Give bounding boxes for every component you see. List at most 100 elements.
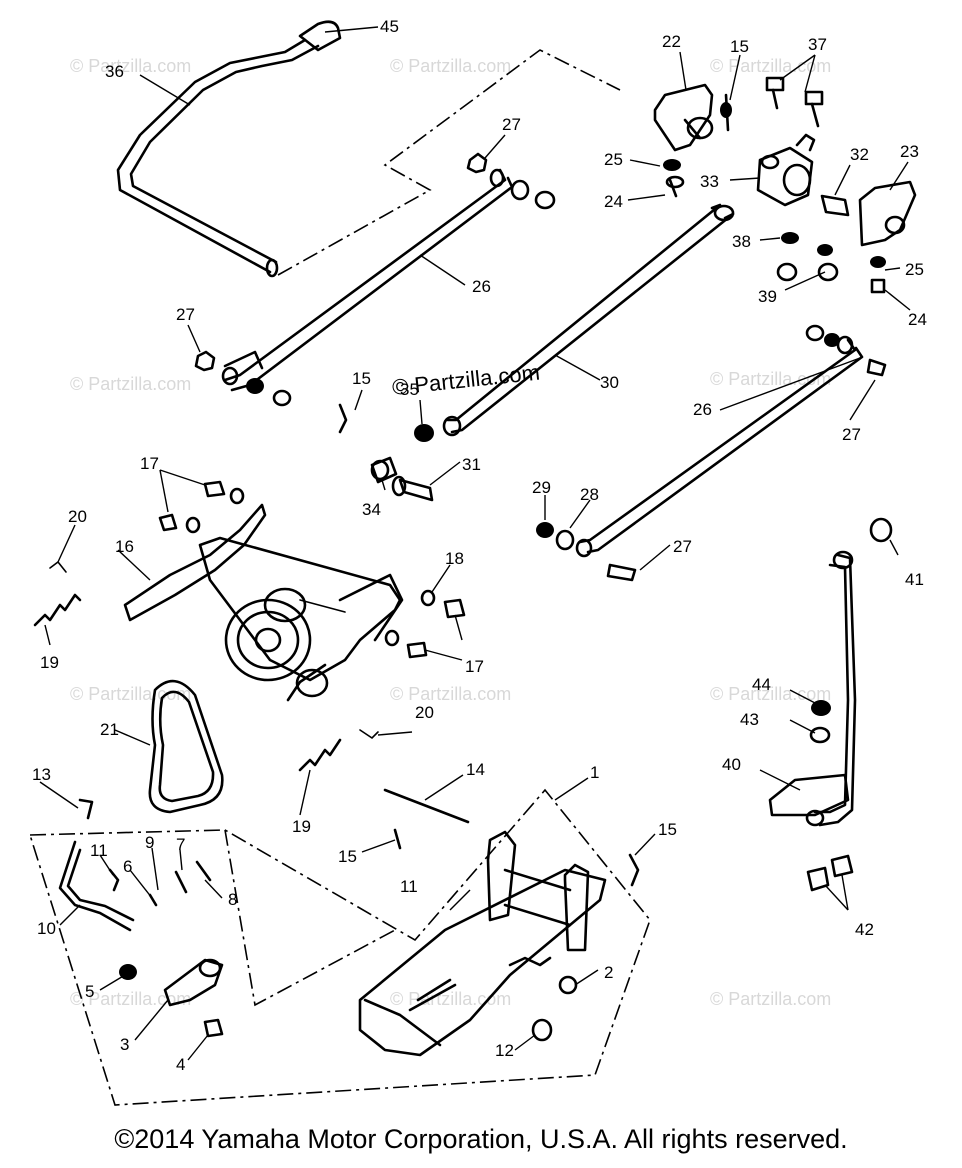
part-17-bolts (158, 480, 466, 659)
copyright-footer: ©2014 Yamaha Motor Corporation, U.S.A. A… (114, 1124, 848, 1154)
callout-8: 8 (228, 890, 237, 909)
watermark: © Partzilla.com (70, 56, 191, 76)
part-26-upper-rod (221, 168, 556, 407)
callout-13: 13 (32, 765, 51, 784)
callout-12: 12 (495, 1041, 514, 1060)
callout-39: 39 (758, 287, 777, 306)
callout-30: 30 (600, 373, 619, 392)
part-27-bolt (466, 152, 488, 174)
callout-7: 7 (176, 835, 185, 854)
part-33-pivot (756, 133, 816, 207)
callout-24: 24 (604, 192, 623, 211)
callout-15: 15 (352, 369, 371, 388)
callout-34: 34 (362, 500, 381, 519)
callout-20: 20 (68, 507, 87, 526)
callout-1: 1 (590, 763, 599, 782)
callout-20: 20 (415, 703, 434, 722)
callout-16: 16 (115, 537, 134, 556)
hardware-top-right (663, 93, 886, 294)
callout-3: 3 (120, 1035, 129, 1054)
part-23-bracket (858, 180, 917, 247)
boundary-lower (28, 788, 651, 1106)
callout-15: 15 (658, 820, 677, 839)
callout-21: 21 (100, 720, 119, 739)
callout-4: 4 (176, 1055, 185, 1074)
part-19-springs (33, 560, 379, 772)
callout-15: 15 (730, 37, 749, 56)
part-26-lower-rod (536, 324, 887, 582)
callout-27: 27 (176, 305, 195, 324)
watermark: © Partzilla.com (710, 56, 831, 76)
callout-37: 37 (808, 35, 827, 54)
callout-19: 19 (292, 817, 311, 836)
watermark: © Partzilla.com (390, 989, 511, 1009)
leader-lines (39, 26, 911, 1061)
part-10-lever (58, 798, 212, 932)
callout-27: 27 (673, 537, 692, 556)
callout-26: 26 (472, 277, 491, 296)
callout-45: 45 (380, 17, 399, 36)
callout-31: 31 (462, 455, 481, 474)
part-14-pin (383, 788, 470, 824)
callout-40: 40 (722, 755, 741, 774)
watermark: © Partzilla.com (70, 374, 191, 394)
boundary-lines (28, 49, 651, 1106)
part-21-belt (148, 679, 224, 814)
callout-28: 28 (580, 485, 599, 504)
callout-17: 17 (140, 454, 159, 473)
callout-43: 43 (740, 710, 759, 729)
watermark: © Partzilla.com (390, 684, 511, 704)
part-37-bolts (765, 76, 824, 128)
watermark: © Partzilla.com (70, 989, 191, 1009)
callout-11: 11 (400, 877, 418, 896)
watermark: © Partzilla.com (710, 369, 831, 389)
callout-5: 5 (85, 982, 94, 1001)
callout-35: 35 (400, 380, 419, 399)
callout-2: 2 (604, 963, 613, 982)
part-1-pedal (358, 830, 607, 1057)
boundary-handle (277, 49, 621, 276)
callout-41: 41 (905, 570, 924, 589)
part-36-lever (116, 20, 342, 278)
part-15-pin (628, 853, 640, 887)
callout-18: 18 (445, 549, 464, 568)
callout-44: 44 (752, 675, 771, 694)
callout-24: 24 (908, 310, 927, 329)
callout-19: 19 (40, 653, 59, 672)
boundary-link (224, 829, 396, 1007)
callout-29: 29 (532, 478, 551, 497)
part-22-bracket (653, 83, 714, 152)
callout-42: 42 (855, 920, 874, 939)
watermark: © Partzilla.com (390, 56, 511, 76)
watermarks: © Partzilla.com © Partzilla.com © Partzi… (70, 56, 831, 1009)
part-40-lever (768, 517, 893, 892)
callout-numbers: 45 36 22 15 37 27 25 33 32 23 24 26 38 2… (32, 17, 927, 1074)
watermark: © Partzilla.com (710, 989, 831, 1009)
callout-15: 15 (338, 847, 357, 866)
part-15-pin (393, 828, 402, 850)
callout-36: 36 (105, 62, 124, 81)
callout-25: 25 (604, 150, 623, 169)
callout-6: 6 (123, 857, 132, 876)
callout-23: 23 (900, 142, 919, 161)
part-30-rod (414, 203, 735, 442)
callout-11: 11 (90, 841, 108, 860)
part-34-clamp (338, 403, 434, 502)
callout-26: 26 (693, 400, 712, 419)
callout-25: 25 (905, 260, 924, 279)
watermark: © Partzilla.com (70, 684, 191, 704)
callout-27: 27 (842, 425, 861, 444)
callout-9: 9 (145, 833, 154, 852)
callout-14: 14 (466, 760, 485, 779)
callout-10: 10 (37, 919, 56, 938)
watermark: © Partzilla.com (710, 684, 831, 704)
callout-38: 38 (732, 232, 751, 251)
part-32-pin (820, 194, 850, 217)
callout-22: 22 (662, 32, 681, 51)
callout-33: 33 (700, 172, 719, 191)
part-27-bolt (194, 350, 216, 372)
callout-32: 32 (850, 145, 869, 164)
callout-27: 27 (502, 115, 521, 134)
part-16-pulley-assembly (123, 503, 404, 702)
callout-17: 17 (465, 657, 484, 676)
